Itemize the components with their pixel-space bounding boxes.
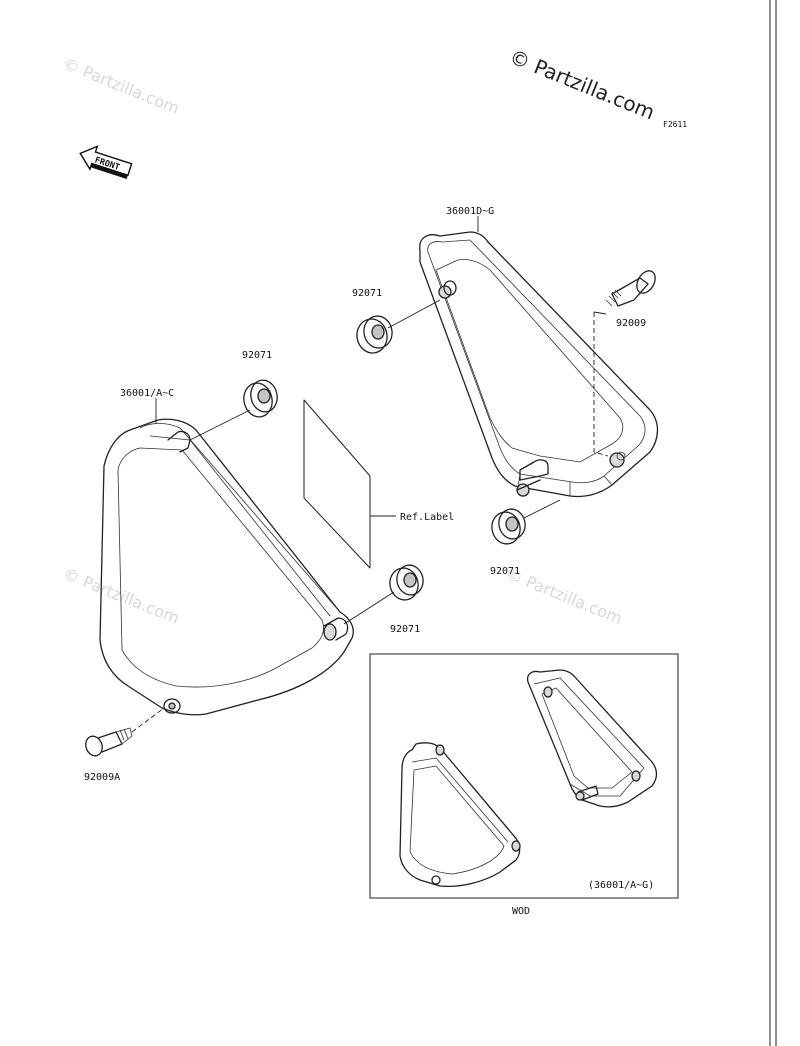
front-arrow-icon: FRONT — [79, 145, 133, 179]
grommet-lower-right — [491, 508, 526, 545]
watermark-faint: © Partzilla.com — [61, 54, 183, 118]
inset-caption: WOD — [512, 906, 530, 917]
watermark-faint: © Partzilla.com — [504, 564, 626, 628]
grommet-upper-right — [356, 315, 393, 354]
grommet-lower-left — [389, 564, 424, 601]
bolt-path-right — [593, 312, 609, 457]
side-cover-right — [419, 231, 659, 498]
label-bolt-right: 92009 — [616, 318, 646, 329]
lead-grommet-lower-right — [523, 499, 561, 519]
ref-label-sheet — [303, 399, 396, 569]
watermark-main: © Partzilla.com — [506, 44, 658, 124]
bolt-path-left — [131, 707, 165, 733]
label-cover-left: 36001/A~C — [120, 388, 174, 399]
inset-label: (36001/A~G) — [588, 880, 654, 891]
page-edge — [769, 0, 777, 1046]
label-grommet-upper-right: 92071 — [352, 288, 382, 299]
faint-watermarks: © Partzilla.com © Partzilla.com © Partzi… — [61, 54, 626, 628]
label-bolt-left: 92009A — [84, 772, 120, 783]
label-grommet-lower-left: 92071 — [390, 624, 420, 635]
bolt-92009a — [85, 727, 133, 757]
lead-grommet-upper-right — [387, 299, 441, 329]
side-cover-left — [99, 418, 354, 716]
label-cover-right: 36001D~G — [446, 206, 494, 217]
label-ref-label: Ref.Label — [400, 512, 454, 523]
label-grommet-lower-right: 92071 — [490, 566, 520, 577]
lead-grommet-upper-left — [189, 409, 251, 441]
figure-code: F2611 — [663, 120, 687, 129]
label-grommet-upper-left: 92071 — [242, 350, 272, 361]
inset-box — [369, 653, 679, 899]
bolt-92009 — [605, 270, 656, 307]
lead-bolt-right — [593, 311, 607, 315]
grommet-upper-left — [243, 379, 278, 418]
lead-grommet-lower-left — [343, 591, 395, 625]
